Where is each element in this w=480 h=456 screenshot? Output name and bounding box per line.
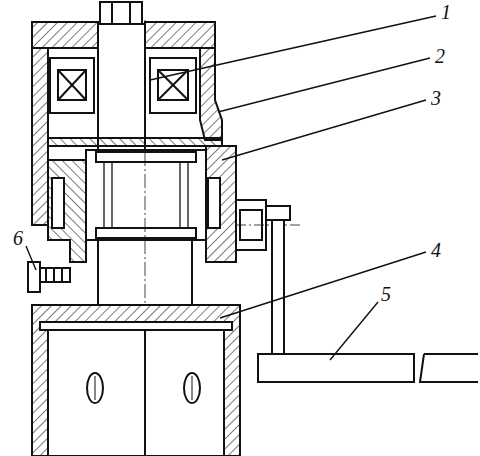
base-block: [32, 305, 240, 456]
slot: [184, 373, 200, 403]
callout-number: 6: [12, 228, 24, 248]
callout-number: 4: [430, 240, 442, 260]
bearing: [150, 58, 196, 113]
callout-number: 3: [430, 88, 442, 108]
housing-cap: [32, 22, 98, 48]
shaft: [98, 24, 145, 152]
housing-wall: [200, 48, 222, 140]
housing-wall: [32, 48, 48, 225]
leader-lines: [26, 16, 436, 360]
bar: [420, 354, 478, 382]
slot: [87, 373, 103, 403]
bar: [258, 354, 414, 382]
callout-number: 1: [440, 2, 452, 22]
sleeve-wall: [206, 146, 236, 262]
arm: [266, 206, 290, 220]
callout-number: 2: [434, 46, 446, 66]
bolt-head: [100, 2, 142, 24]
sleeve-wall: [48, 160, 86, 262]
housing-cap: [145, 22, 215, 48]
callout-number: 5: [380, 284, 392, 304]
bearing: [50, 58, 94, 113]
spacer-plate: [48, 138, 222, 146]
arm: [272, 220, 284, 354]
sleeve: [86, 150, 206, 240]
